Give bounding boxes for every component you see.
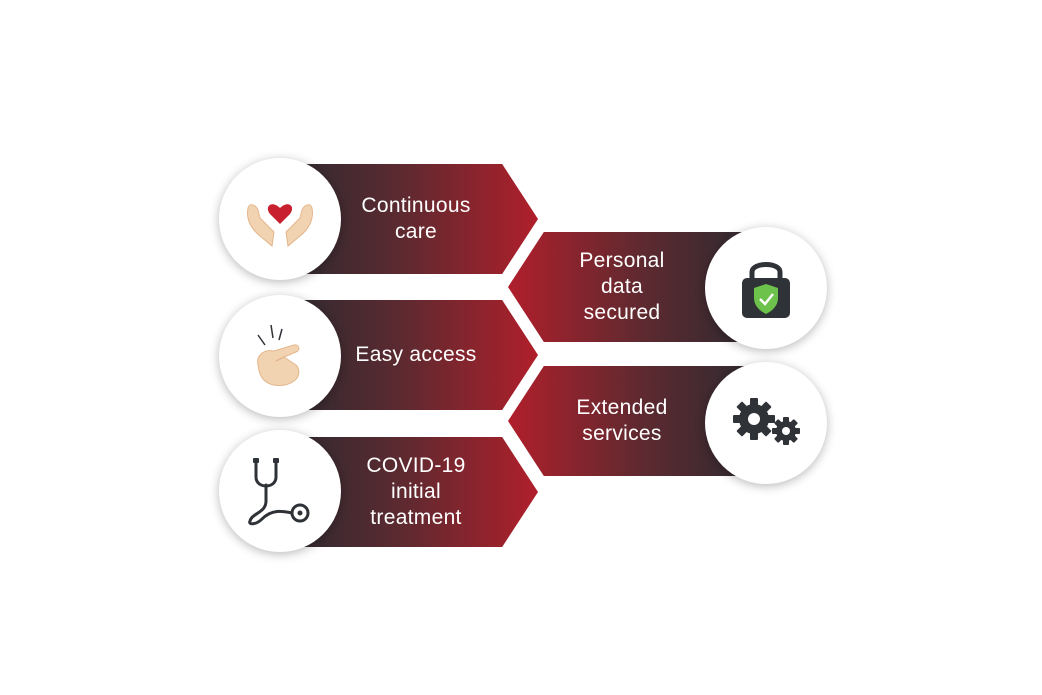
feature-label: Personal data secured bbox=[579, 249, 665, 324]
feature-circle-easy-access bbox=[219, 295, 341, 417]
lock-shield-icon bbox=[742, 262, 790, 318]
feature-circle-personal-data bbox=[705, 227, 827, 349]
feature-label: Continuous care bbox=[361, 194, 471, 243]
feature-label: Easy access bbox=[355, 343, 477, 366]
finger-snap-icon bbox=[257, 324, 300, 386]
gears-icon bbox=[733, 398, 800, 445]
feature-label: Extended services bbox=[576, 396, 668, 445]
hands-heart-icon bbox=[247, 204, 313, 247]
feature-circle-extended-services bbox=[705, 362, 827, 484]
feature-circle-continuous-care bbox=[219, 158, 341, 280]
stethoscope-icon bbox=[248, 458, 310, 526]
feature-circle-covid-treatment bbox=[219, 430, 341, 552]
feature-label: COVID-19 initial treatment bbox=[366, 454, 466, 529]
